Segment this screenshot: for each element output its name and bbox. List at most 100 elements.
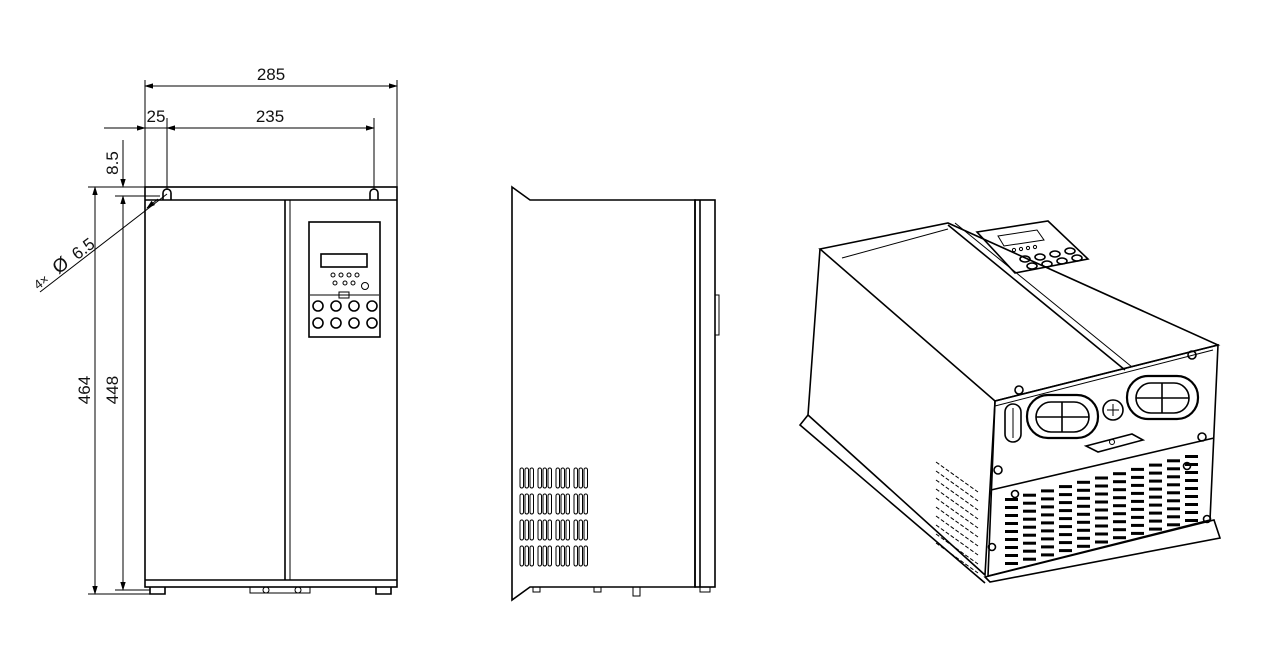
vent-slot: [1095, 508, 1108, 512]
vent-slot: [560, 493, 565, 515]
dim-mount-offset: 25: [147, 107, 166, 126]
vent-slot: [1023, 549, 1036, 553]
iso-side-vent-grille: [935, 461, 979, 574]
vent-slot: [1095, 524, 1108, 528]
vent-slot: [1131, 491, 1144, 495]
vent-slot: [1113, 504, 1126, 508]
vent-slot: [1041, 529, 1054, 533]
vent-slot: [1149, 471, 1162, 475]
vent-slot: [1005, 522, 1018, 525]
vent-slot: [519, 493, 524, 515]
vent-slot: [1059, 493, 1072, 497]
vent-slot: [573, 493, 578, 515]
vent-slot: [560, 519, 565, 541]
front-view: [144, 186, 398, 595]
vent-slot: [578, 493, 583, 515]
vent-slot: [1059, 517, 1072, 521]
vent-slot: [1185, 479, 1198, 482]
vent-slot: [519, 467, 524, 489]
vent-slot: [1041, 521, 1054, 525]
vent-slot: [1149, 511, 1162, 515]
vent-slot: [1005, 546, 1018, 549]
vent-slot: [583, 545, 588, 567]
vent-slot: [1041, 505, 1054, 509]
vent-slot: [1185, 471, 1198, 474]
vent-slot: [529, 467, 534, 489]
vent-slot: [1077, 528, 1090, 532]
dim-mount-height: 448: [103, 376, 122, 404]
vent-slot: [1185, 519, 1198, 522]
vent-slot: [935, 479, 979, 511]
vent-slot: [1077, 536, 1090, 540]
vent-slot: [555, 545, 560, 567]
vent-slot: [578, 467, 583, 489]
vent-slot: [524, 467, 529, 489]
vent-slot: [1077, 512, 1090, 516]
vent-slot: [1167, 515, 1180, 519]
vent-slot: [1149, 527, 1162, 531]
vent-slot: [1005, 530, 1018, 533]
vent-slot: [935, 524, 979, 556]
vent-slot: [542, 519, 547, 541]
vent-slot: [547, 519, 552, 541]
vent-slot: [1113, 512, 1126, 516]
vent-slot: [529, 545, 534, 567]
vent-slot: [1041, 489, 1054, 493]
vent-slot: [1185, 503, 1198, 506]
vent-slot: [555, 467, 560, 489]
vent-slot: [1113, 472, 1126, 476]
iso-keypad: [975, 220, 1090, 274]
vent-slot: [1167, 507, 1180, 511]
vent-slot: [1059, 509, 1072, 513]
vent-slot: [560, 545, 565, 567]
keypad-panel: [308, 221, 381, 338]
vent-slot: [935, 497, 979, 529]
vent-slot: [1059, 485, 1072, 489]
hole-callout: 4× Ø 6.5: [28, 233, 99, 294]
vent-slot: [1095, 492, 1108, 496]
vent-slot: [1149, 463, 1162, 467]
vent-slot: [565, 467, 570, 489]
vent-slot: [1041, 537, 1054, 541]
vent-slot: [935, 461, 979, 493]
vent-slot: [1167, 523, 1180, 527]
vent-slot: [1167, 499, 1180, 503]
vent-slot: [573, 545, 578, 567]
dim-overall-width: 285: [257, 65, 285, 84]
vent-slot: [529, 493, 534, 515]
dim-overall-height: 464: [75, 376, 94, 404]
vent-slot: [547, 545, 552, 567]
vent-slot: [1131, 507, 1144, 511]
vent-slot: [1059, 549, 1072, 553]
vent-slot: [1005, 514, 1018, 517]
vent-slot: [1023, 493, 1036, 497]
vent-slot: [537, 493, 542, 515]
vent-slot: [1041, 553, 1054, 557]
vent-slot: [555, 519, 560, 541]
vent-slot: [583, 519, 588, 541]
vent-slot: [1113, 496, 1126, 500]
vent-slot: [1005, 554, 1018, 557]
vent-slot: [1095, 532, 1108, 536]
cable-entry-left: [1025, 393, 1100, 440]
vent-slot: [578, 545, 583, 567]
vent-slot: [519, 519, 524, 541]
vent-slot: [542, 545, 547, 567]
vent-slot: [1059, 501, 1072, 505]
vent-slot: [1113, 488, 1126, 492]
vent-slot: [1041, 545, 1054, 549]
vent-slot: [1095, 484, 1108, 488]
vent-slot: [1077, 496, 1090, 500]
vent-slot: [1131, 531, 1144, 535]
vent-slot: [542, 493, 547, 515]
vent-slot: [1185, 455, 1198, 458]
lcd-display: [320, 253, 368, 268]
vent-slot: [1113, 480, 1126, 484]
vent-slot: [1023, 533, 1036, 537]
vent-slot: [1149, 479, 1162, 483]
vent-slot: [524, 545, 529, 567]
side-vent-grille: [519, 467, 588, 567]
vent-slot: [1131, 475, 1144, 479]
vent-slot: [1023, 517, 1036, 521]
vent-slot: [583, 493, 588, 515]
